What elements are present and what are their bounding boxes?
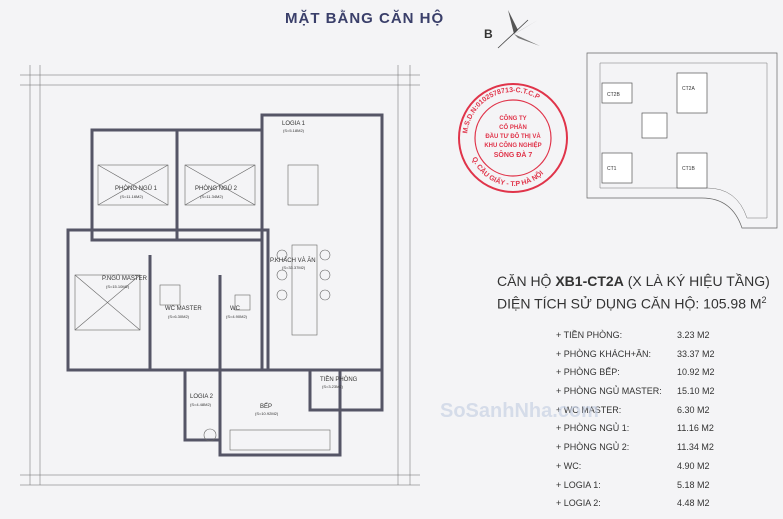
room-bep-name: BẾP bbox=[260, 403, 272, 410]
area-label: + WC MASTER: bbox=[556, 404, 622, 415]
list-item: + WC MASTER: 6.30 M2 bbox=[556, 405, 726, 424]
list-item: + PHÒNG KHÁCH+ĂN: 33.37 M2 bbox=[556, 349, 726, 368]
room-logia2-name: LOGIA 2 bbox=[190, 394, 214, 400]
tower-label-1: CT2B bbox=[607, 92, 620, 98]
area-value: 3.23 M2 bbox=[677, 330, 710, 340]
area-value: 11.34 M2 bbox=[677, 442, 714, 453]
area-value: 4.48 M2 bbox=[677, 498, 710, 509]
area-label: + LOGIA 1: bbox=[556, 479, 601, 490]
company-stamp: M.S.D.N:0102578713-C.T.C.P Q. CẦU GIẤY -… bbox=[458, 83, 568, 193]
room-bep-area: (S=10.92M2) bbox=[255, 411, 279, 416]
room-wc-area: (S=4.90M2) bbox=[226, 314, 248, 319]
area-value: 10.92 M2 bbox=[677, 367, 715, 378]
room-wcmaster-area: (S=6.30M2) bbox=[168, 314, 190, 319]
total-area-label: DIỆN TÍCH SỬ DỤNG CĂN HỘ: 105.98 M bbox=[497, 295, 762, 312]
room-wcmaster-name: WC MASTER bbox=[165, 306, 202, 312]
apartment-code: XB1-CT2A bbox=[555, 273, 624, 289]
room-tienphong-area: (S=3.23M2) bbox=[322, 384, 344, 389]
heading-prefix: CĂN HỘ bbox=[497, 273, 556, 289]
stamp-line-3: ĐẦU TƯ ĐÔ THỊ VÀ bbox=[485, 132, 541, 140]
area-value: 4.90 M2 bbox=[677, 460, 710, 471]
area-value: 11.16 M2 bbox=[677, 423, 714, 434]
room-ngu2-name: PHÒNG NGỦ 2 bbox=[195, 185, 238, 192]
list-item: + PHÒNG NGỦ 1: 11.16 M2 bbox=[556, 423, 726, 442]
list-item: + LOGIA 2: 4.48 M2 bbox=[556, 498, 726, 517]
area-label: + PHÒNG KHÁCH+ĂN: bbox=[556, 348, 652, 359]
watermark: SoSanhNha.com bbox=[440, 400, 599, 422]
room-master-name: P.NGỦ MASTER bbox=[102, 275, 148, 282]
room-master-area: (S=15.10M2) bbox=[106, 284, 130, 289]
room-khach-area: (S=33.37M2) bbox=[282, 265, 306, 270]
list-item: + PHÒNG BẾP: 10.92 M2 bbox=[556, 367, 726, 386]
area-label: + PHÒNG NGỦ 1: bbox=[556, 423, 630, 434]
list-item: + PHÒNG NGỦ 2: 11.34 M2 bbox=[556, 442, 726, 461]
stamp-line-4: KHU CÔNG NGHIỆP bbox=[484, 141, 541, 149]
stamp-ring-bottom: Q. CẦU GIẤY - T.P HÀ NỘI bbox=[470, 156, 545, 188]
area-value: 33.37 M2 bbox=[677, 348, 715, 359]
stamp-line-5: SÔNG ĐÀ 7 bbox=[494, 150, 533, 159]
area-label: + PHÒNG NGỦ MASTER: bbox=[556, 386, 662, 397]
compass-icon: B bbox=[484, 10, 540, 49]
tower-label-4: CT1B bbox=[682, 166, 695, 172]
stamp-line-2: CỔ PHẦN bbox=[499, 124, 527, 131]
area-value: 5.18 M2 bbox=[677, 479, 710, 490]
room-wc-name: WC bbox=[230, 306, 241, 312]
list-item: + TIỀN PHÒNG: 3.23 M2 bbox=[556, 330, 726, 349]
total-area-heading: DIỆN TÍCH SỬ DỤNG CĂN HỘ: 105.98 M2 bbox=[497, 295, 767, 312]
area-label: + PHÒNG BẾP: bbox=[556, 367, 620, 378]
area-label: + TIỀN PHÒNG: bbox=[556, 330, 623, 340]
room-ngu1-name: PHÒNG NGỦ 1 bbox=[115, 185, 158, 192]
room-logia1-name: LOGIA 1 bbox=[282, 121, 306, 127]
area-value: 6.30 M2 bbox=[677, 404, 710, 415]
list-item: + PHÒNG NGỦ MASTER: 15.10 M2 bbox=[556, 386, 726, 405]
heading-suffix: (X LÀ KÝ HIỆU TẦNG) bbox=[623, 273, 770, 289]
tower-label-2: CT2A bbox=[682, 86, 695, 92]
room-ngu2-area: (S=11.34M2) bbox=[200, 194, 224, 199]
area-label: + WC: bbox=[556, 460, 582, 471]
floor-plan: LOGIA 1 (S=5.18M2) PHÒNG NGỦ 1 (S=11.16M… bbox=[20, 65, 420, 486]
room-logia2-area: (S=4.48M2) bbox=[190, 402, 212, 407]
area-list: + TIỀN PHÒNG: 3.23 M2 + PHÒNG KHÁCH+ĂN: 33… bbox=[556, 330, 726, 517]
compass-letter: B bbox=[484, 27, 493, 41]
tower-label-3: CT1 bbox=[607, 166, 617, 172]
area-label: + PHÒNG NGỦ 2: bbox=[556, 442, 630, 453]
list-item: + LOGIA 1: 5.18 M2 bbox=[556, 480, 726, 499]
stamp-line-1: CÔNG TY bbox=[499, 114, 526, 122]
room-logia1-area: (S=5.18M2) bbox=[283, 128, 305, 133]
total-area-sup: 2 bbox=[761, 295, 767, 305]
room-khach-name: P.KHÁCH VÀ ĂN bbox=[270, 257, 316, 264]
apartment-code-heading: CĂN HỘ XB1-CT2A (X LÀ KÝ HIỆU TẦNG) bbox=[497, 273, 770, 289]
area-label: + LOGIA 2: bbox=[556, 498, 601, 509]
svg-text:Q. CẦU GIẤY - T.P HÀ NỘI: Q. CẦU GIẤY - T.P HÀ NỘI bbox=[470, 156, 545, 188]
room-ngu1-area: (S=11.16M2) bbox=[120, 194, 144, 199]
list-item: + WC: 4.90 M2 bbox=[556, 461, 726, 480]
room-tienphong-name: TIỀN PHÒNG bbox=[320, 376, 358, 383]
area-value: 15.10 M2 bbox=[677, 386, 715, 397]
page-title: MẶT BẰNG CĂN HỘ bbox=[285, 10, 445, 27]
site-map: CT2B CT2A CT1 CT1B bbox=[586, 52, 778, 229]
